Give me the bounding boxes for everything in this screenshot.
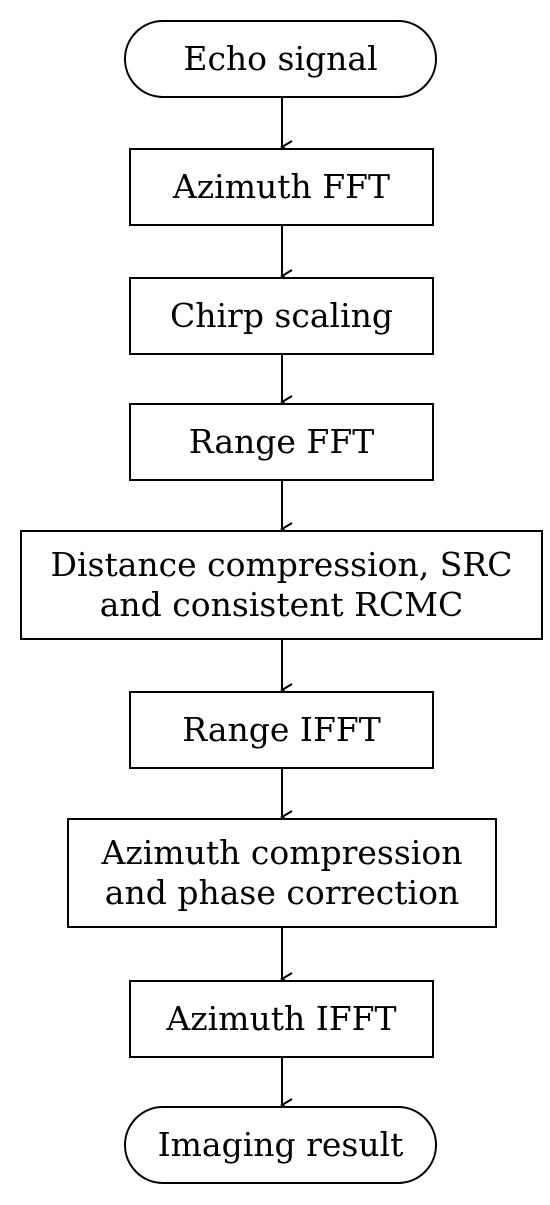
azimuth-ifft-label: Azimuth IFFT [166, 999, 397, 1038]
azimuth-compression-node: Azimuth compression and phase correction [67, 818, 497, 928]
range-ifft-label: Range IFFT [182, 710, 381, 749]
azimuth-compression-label-line2: and phase correction [104, 873, 460, 912]
azimuth-fft-node: Azimuth FFT [129, 148, 434, 226]
distance-compression-node: Distance compression, SRC and consistent… [20, 530, 543, 640]
chirp-scaling-label: Chirp scaling [169, 296, 394, 335]
distance-compression-label-line1: Distance compression, SRC [50, 545, 513, 584]
echo-signal-label: Echo signal [183, 39, 378, 78]
azimuth-fft-label: Azimuth FFT [172, 167, 391, 206]
echo-signal-node: Echo signal [124, 20, 437, 98]
azimuth-ifft-node: Azimuth IFFT [129, 980, 434, 1058]
distance-compression-label-line2: and consistent RCMC [99, 585, 464, 624]
range-fft-label: Range FFT [188, 422, 375, 461]
azimuth-compression-label-line1: Azimuth compression [101, 833, 463, 872]
imaging-result-node: Imaging result [124, 1106, 437, 1184]
chirp-scaling-node: Chirp scaling [129, 277, 434, 355]
range-ifft-node: Range IFFT [129, 691, 434, 769]
range-fft-node: Range FFT [129, 403, 434, 481]
imaging-result-label: Imaging result [157, 1125, 404, 1164]
